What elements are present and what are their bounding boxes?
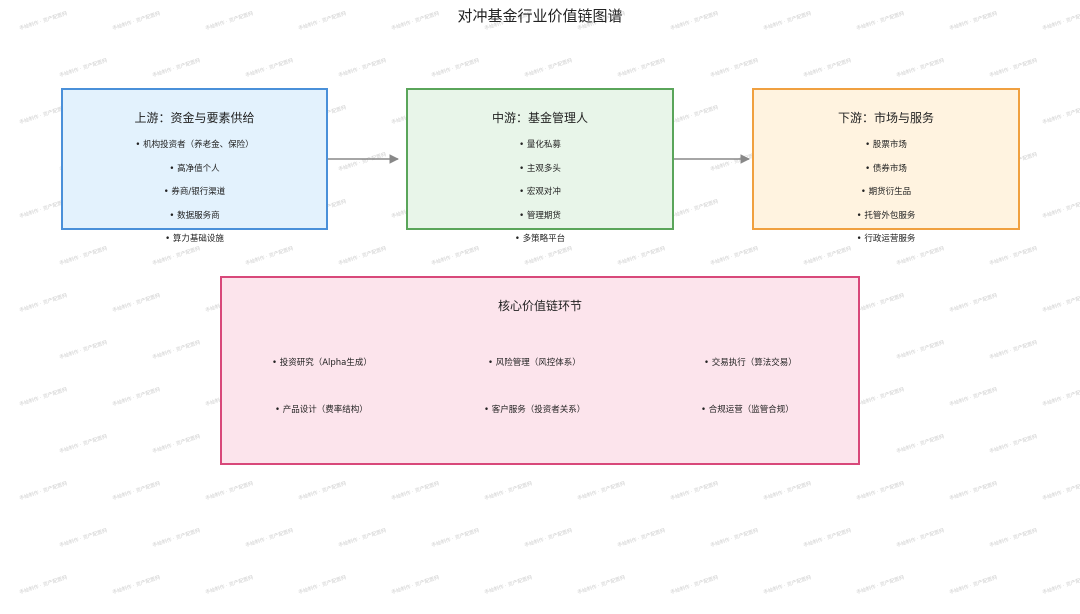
- list-item: 债券市场: [754, 163, 1018, 187]
- core-item: 风险管理（风控体系）: [488, 356, 581, 368]
- list-item: 主观多头: [408, 163, 672, 187]
- core-items-grid: 投资研究（Alpha生成） 风险管理（风控体系） 交易执行（算法交易） 产品设计…: [222, 278, 858, 463]
- core-item: 投资研究（Alpha生成）: [272, 356, 372, 368]
- list-item: 期货衍生品: [754, 186, 1018, 210]
- core-item: 合规运营（监管合规）: [701, 403, 794, 415]
- upstream-list: 机构投资者（养老金、保险） 高净值个人 券商/银行渠道 数据服务商 算力基础设施: [63, 139, 326, 257]
- list-item: 托管外包服务: [754, 210, 1018, 234]
- core-value-chain-box: 核心价值链环节 投资研究（Alpha生成） 风险管理（风控体系） 交易执行（算法…: [220, 276, 860, 465]
- downstream-box: 下游：市场与服务 股票市场 债券市场 期货衍生品 托管外包服务 行政运营服务: [752, 88, 1020, 244]
- midstream-list: 量化私募 主观多头 宏观对冲 管理期货 多策略平台: [408, 139, 672, 257]
- list-item: 多策略平台: [408, 233, 672, 257]
- list-item: 量化私募: [408, 139, 672, 163]
- list-item: 算力基础设施: [63, 233, 326, 257]
- core-item: 产品设计（费率结构）: [275, 403, 368, 415]
- upstream-title: 上游：资金与要素供给: [134, 111, 255, 125]
- midstream-box: 中游：基金管理人 量化私募 主观多头 宏观对冲 管理期货 多策略平台: [406, 88, 674, 244]
- list-item: 高净值个人: [63, 163, 326, 187]
- list-item: 机构投资者（养老金、保险）: [63, 139, 326, 163]
- downstream-list: 股票市场 债券市场 期货衍生品 托管外包服务 行政运营服务: [754, 139, 1018, 257]
- list-item: 管理期货: [408, 210, 672, 234]
- core-item: 交易执行（算法交易）: [704, 356, 797, 368]
- list-item: 宏观对冲: [408, 186, 672, 210]
- list-item: 股票市场: [754, 139, 1018, 163]
- diagram-title: 对冲基金行业价值链图谱: [457, 7, 623, 25]
- upstream-box: 上游：资金与要素供给 机构投资者（养老金、保险） 高净值个人 券商/银行渠道 数…: [61, 88, 328, 244]
- midstream-title: 中游：基金管理人: [491, 111, 588, 125]
- list-item: 数据服务商: [63, 210, 326, 234]
- core-title: 核心价值链环节: [497, 299, 582, 313]
- list-item: 券商/银行渠道: [63, 186, 326, 210]
- downstream-title: 下游：市场与服务: [837, 111, 934, 125]
- core-item: 客户服务（投资者关系）: [484, 403, 586, 415]
- list-item: 行政运营服务: [754, 233, 1018, 257]
